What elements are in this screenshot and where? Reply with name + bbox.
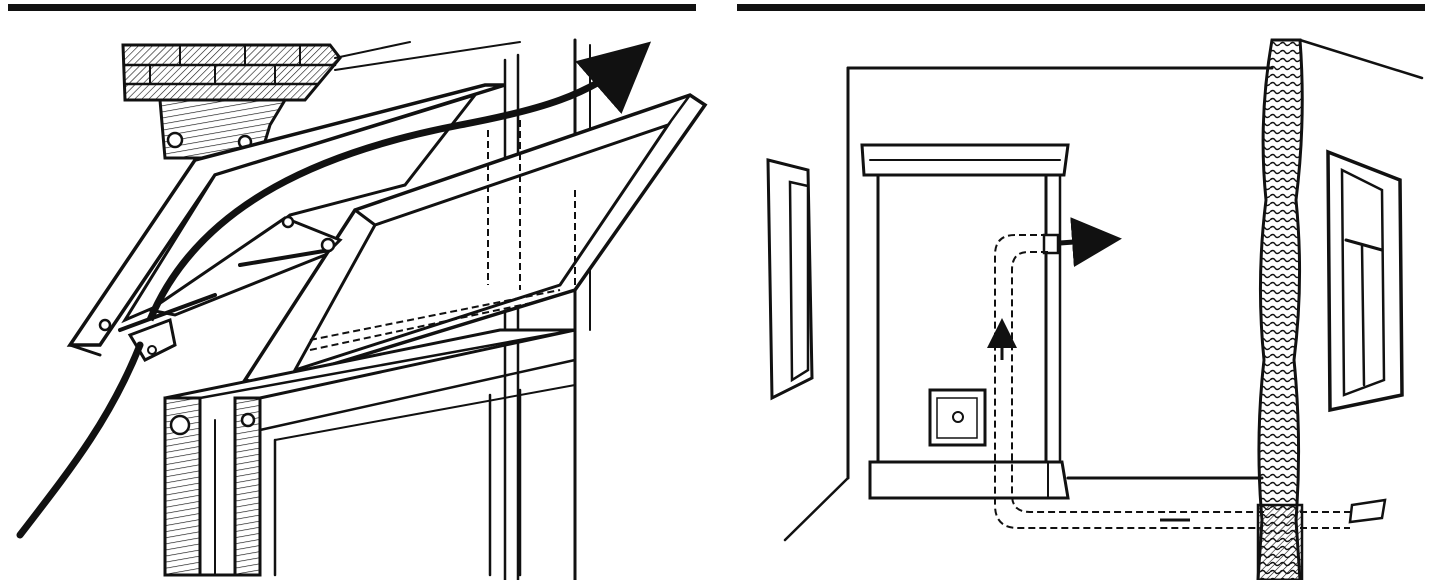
top-rule-left — [8, 4, 696, 11]
room-walls — [783, 38, 1424, 542]
panel-transom-window — [8, 4, 708, 580]
corner-column — [1256, 38, 1304, 580]
stove — [860, 143, 1070, 500]
upper-sash — [66, 83, 506, 357]
right-window — [1326, 149, 1404, 413]
open-sash — [242, 93, 708, 387]
door-frame — [163, 328, 577, 577]
control-cord — [16, 341, 144, 539]
top-rule-right — [737, 4, 1425, 11]
airflow-arrow-left — [146, 41, 652, 322]
panel-stove-room — [737, 4, 1425, 580]
air-duct — [987, 234, 1387, 529]
left-window — [766, 158, 814, 401]
airflow-arrow-right — [1059, 217, 1122, 268]
hidden-lines — [309, 120, 576, 351]
back-frame — [503, 38, 591, 580]
brick-block — [121, 43, 342, 102]
